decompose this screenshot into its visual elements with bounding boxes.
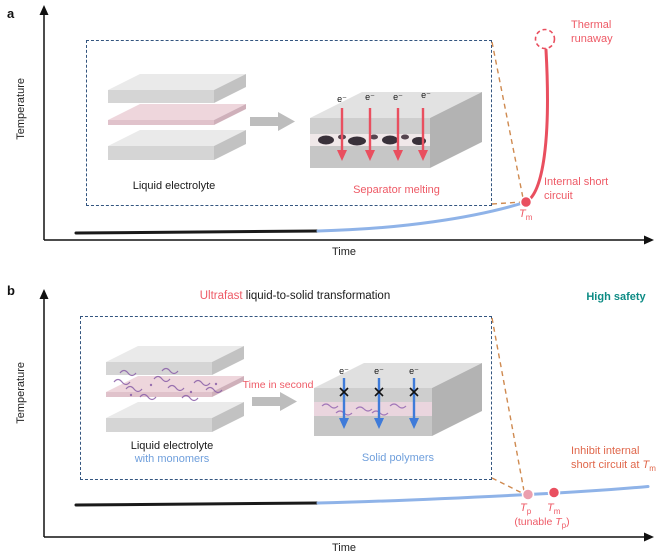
separator-melting-caption: Separator melting — [353, 184, 440, 196]
solid-polymers-illustration: e⁻ e⁻ e⁻ — [314, 363, 482, 436]
thermal-runaway-line2: runaway — [571, 33, 613, 45]
panel-a-x-axis-label: Time — [331, 246, 357, 258]
panel-a-transform-arrow-icon — [250, 112, 295, 131]
panel-b-projection-line-top — [491, 317, 525, 492]
electrolyte-monomers-line2: with monomers — [134, 453, 210, 465]
electron-label: e⁻ — [421, 90, 431, 100]
solid-polymers-caption: Solid polymers — [361, 452, 435, 464]
internal-short-line1: Internal short — [544, 176, 609, 188]
inhibit-line1: Inhibit internal — [571, 445, 640, 457]
panel-b-tm-point — [547, 486, 561, 499]
panel-a-tm-point — [519, 195, 533, 209]
panel-b-baseline-curve — [74, 501, 320, 507]
tm-sub: m — [525, 213, 533, 223]
title-highlight: Ultrafast — [199, 290, 243, 302]
tm-base: T — [519, 208, 526, 220]
electron-flow-down-arrows — [337, 108, 428, 161]
electrolyte-stack — [106, 346, 244, 432]
internal-short-circuit-label: Internal short circuit — [544, 175, 636, 203]
panel-b-inset-box — [80, 316, 492, 480]
panel-b-transform-arrow-icon — [252, 392, 297, 411]
electron-label: e⁻ — [337, 94, 347, 104]
internal-short-line2: circuit — [544, 190, 573, 202]
tm-sub: m — [553, 507, 561, 517]
panel-a-projection-line-bottom — [491, 201, 522, 205]
tunable-t: T — [555, 516, 562, 528]
title-rest: liquid-to-solid transformation — [242, 290, 391, 302]
panel-b-projection-line-bottom — [491, 477, 523, 494]
panel-a-tm-label: Tm — [519, 207, 532, 225]
electron-label: e⁻ — [339, 366, 349, 376]
liquid-electrolyte-caption: Liquid electrolyte — [132, 180, 216, 192]
monomer-squiggles — [113, 367, 223, 402]
panel-b-label: b — [7, 283, 15, 298]
electron-labels: e⁻ e⁻ e⁻ — [339, 366, 419, 376]
inhibit-t: T — [642, 459, 650, 471]
tunable-suffix: ) — [566, 516, 570, 528]
panel-a-heating-curve — [316, 200, 528, 233]
tunable-prefix: (tunable — [514, 516, 556, 528]
panel-b-y-axis-label: Temperature — [15, 362, 27, 424]
electron-label: e⁻ — [409, 366, 419, 376]
panel-b-tp-label: Tp — [520, 501, 531, 519]
inhibit-short-circuit-label: Inhibit internal short circuit at Tm — [571, 444, 659, 476]
panel-a-axes — [39, 5, 654, 245]
thermal-runaway-label: Thermal runaway — [571, 18, 641, 46]
panel-a-label: a — [7, 6, 15, 21]
panel-a-inset-box — [86, 40, 492, 206]
tunable-t-sub: p — [561, 521, 567, 531]
electrolyte-stack — [108, 74, 246, 160]
panel-a-baseline-curve — [74, 229, 320, 235]
battery-block — [310, 92, 482, 168]
electrolyte-with-monomers-illustration — [106, 346, 244, 432]
panel-a-projection-line-top — [491, 41, 524, 199]
liquid-electrolyte-illustration — [108, 74, 246, 160]
tunable-tp-label: (tunable Tp) — [496, 515, 588, 533]
block-x-marks — [339, 387, 419, 397]
panel-b-tm-label: Tm — [547, 501, 560, 519]
separator-melting-illustration: e⁻ e⁻ e⁻ e⁻ — [310, 90, 482, 168]
electrolyte-monomers-line1: Liquid electrolyte — [130, 440, 214, 452]
panel-b-title: Ultrafast liquid-to-solid transformation — [75, 290, 515, 302]
tp-base: T — [520, 502, 527, 514]
panel-b-x-axis-label: Time — [331, 542, 357, 554]
electrolyte-monomers-caption: Liquid electrolyte with monomers — [96, 440, 248, 466]
blocked-electron-arrows — [339, 378, 419, 429]
melted-separator-blobs — [318, 134, 426, 146]
thermal-runaway-circle — [534, 28, 556, 50]
thermal-runaway-line1: Thermal — [571, 19, 612, 31]
inhibit-line2: short circuit at Tm — [571, 458, 659, 476]
inhibit-line2-prefix: short circuit at — [571, 459, 643, 471]
tp-sub: p — [526, 507, 532, 517]
tm-base: T — [547, 502, 554, 514]
time-in-second-label: Time in second — [242, 379, 314, 391]
panel-a-y-axis-label: Temperature — [15, 78, 27, 140]
high-safety-label: High safety — [586, 291, 646, 303]
panel-b-safe-curve — [316, 485, 650, 505]
panel-b-tp-point — [521, 488, 535, 501]
electron-label: e⁻ — [365, 92, 375, 102]
panel-a-thermal-runaway-curve — [524, 48, 549, 204]
electron-label: e⁻ — [393, 92, 403, 102]
panel-b-axes — [39, 289, 654, 542]
electron-labels: e⁻ e⁻ e⁻ e⁻ — [337, 90, 431, 104]
electron-label: e⁻ — [374, 366, 384, 376]
inhibit-t-sub: m — [649, 464, 656, 474]
